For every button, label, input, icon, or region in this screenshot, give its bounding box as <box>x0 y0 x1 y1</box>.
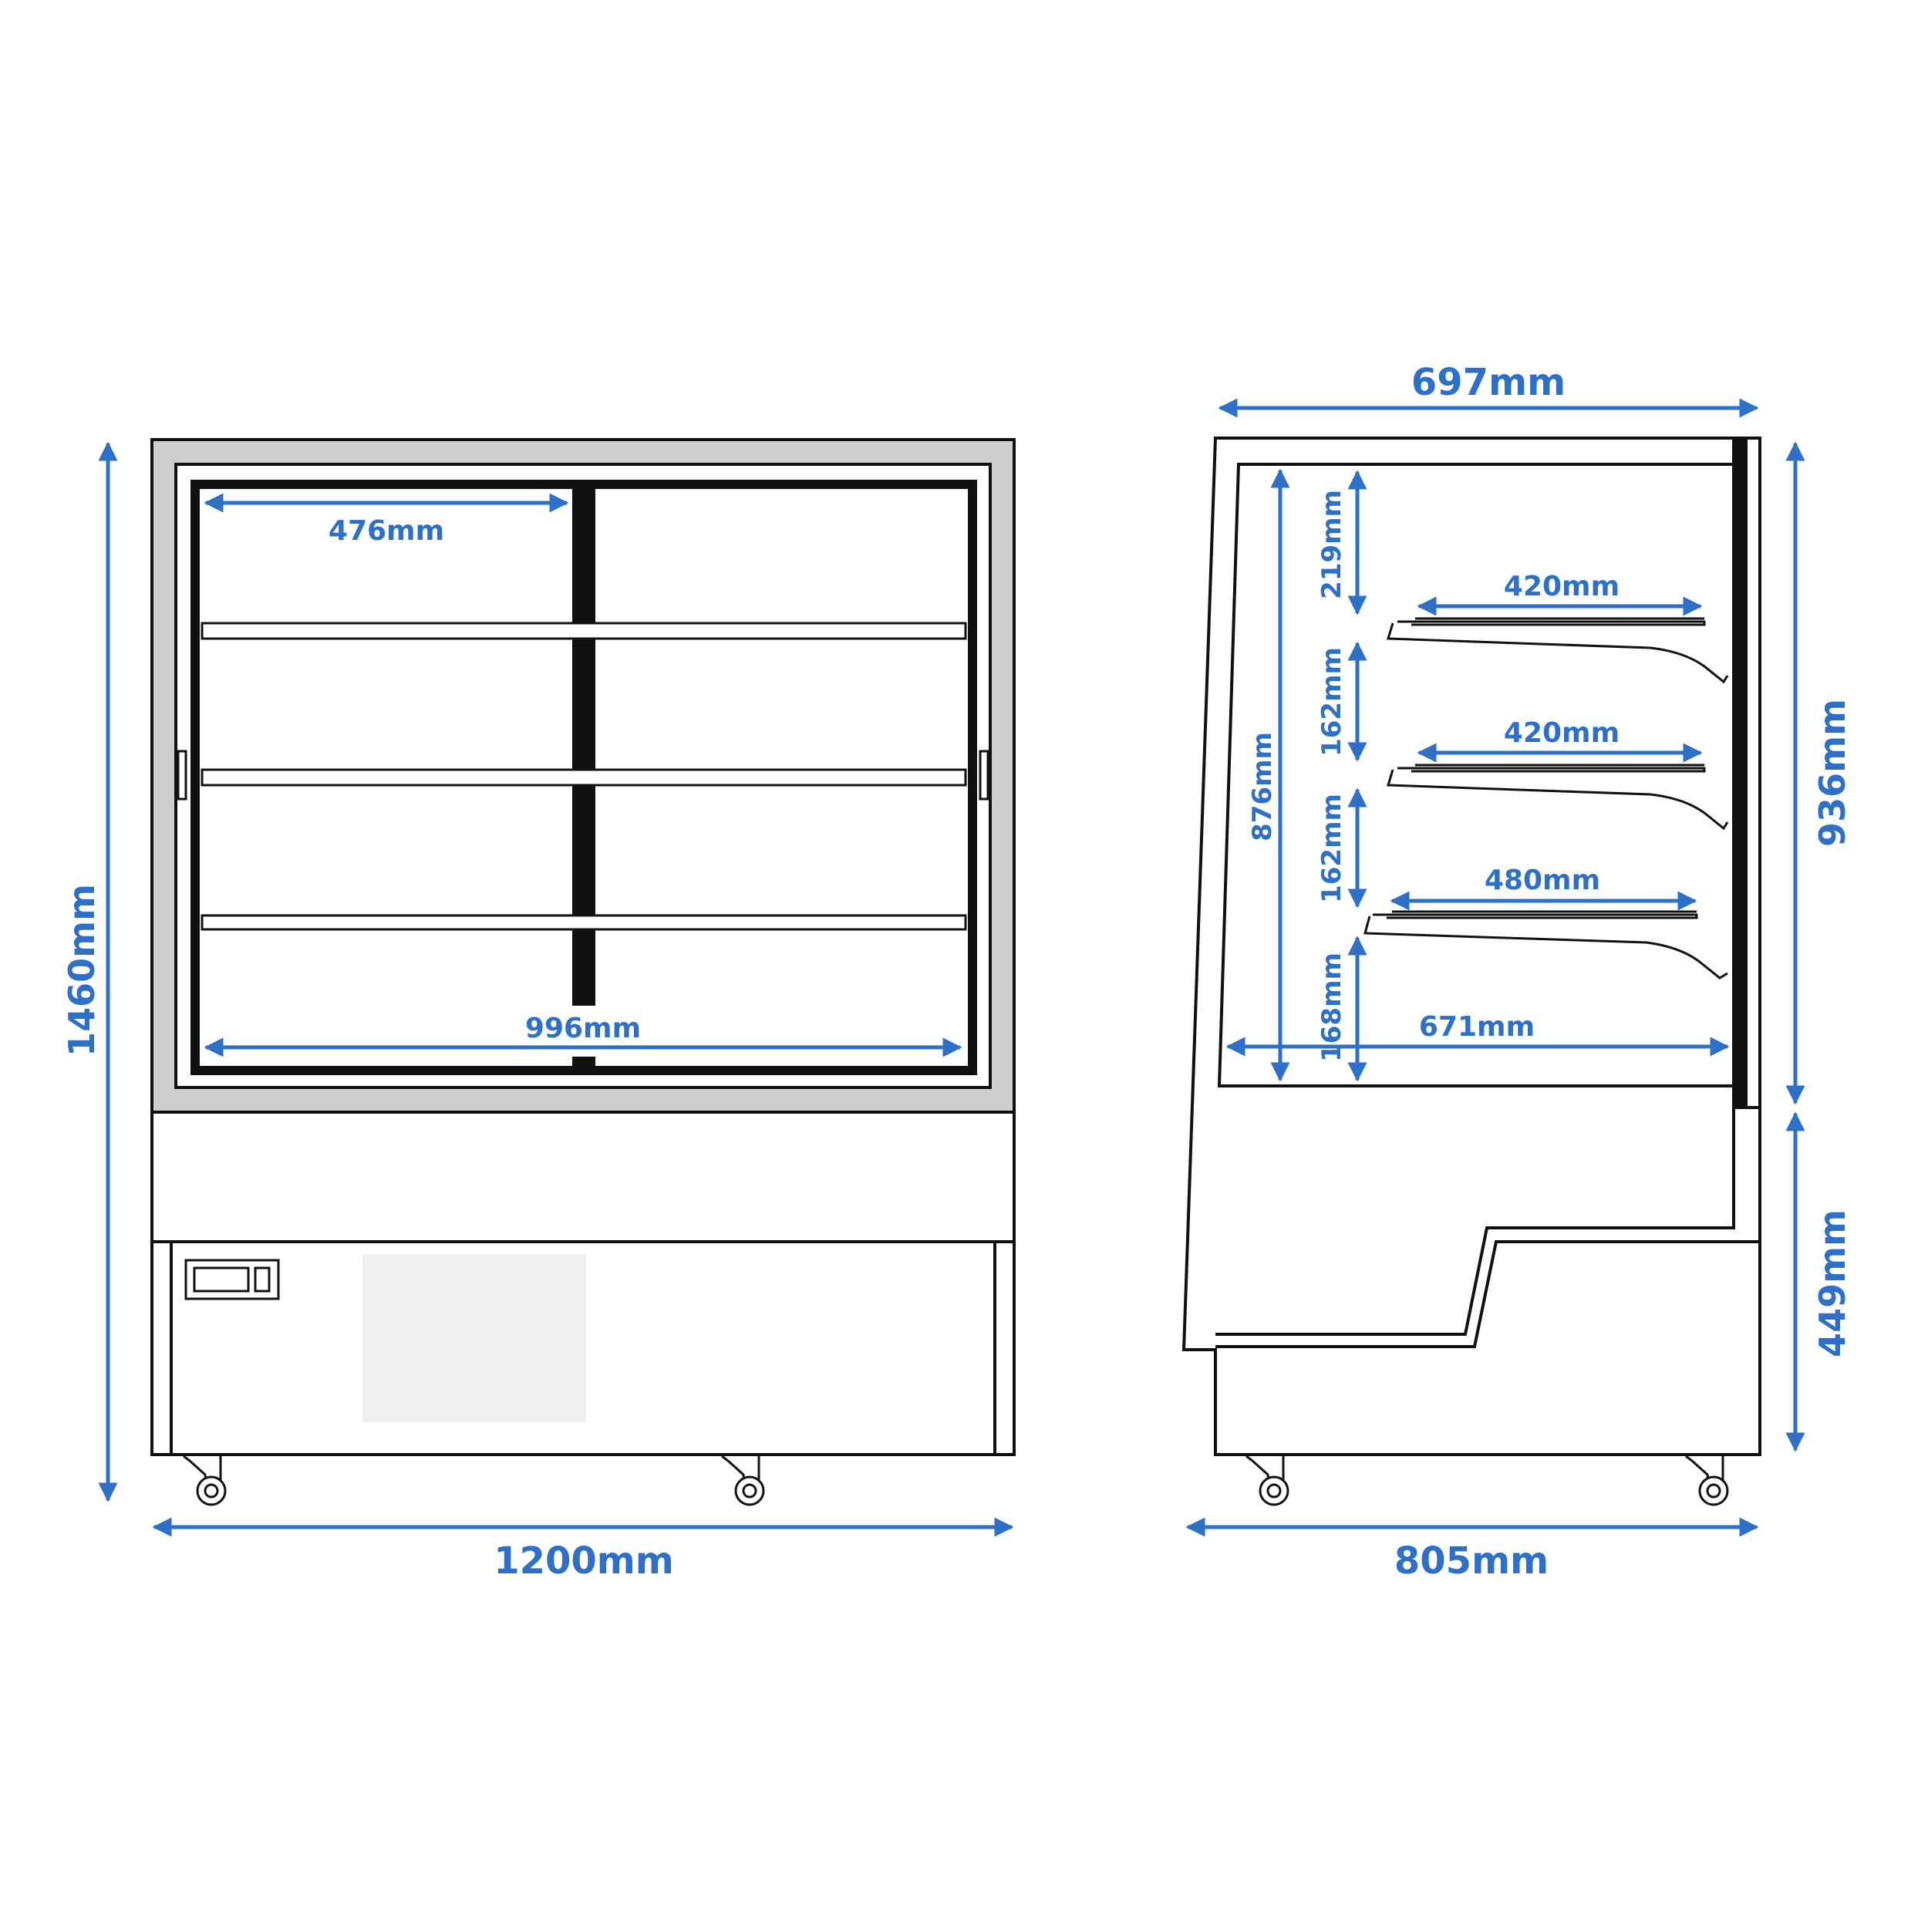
label-interior-height: 876mm <box>1247 732 1278 841</box>
front-shelf-1 <box>201 622 967 640</box>
label-shelf-gap-2: 162mm <box>1316 794 1347 903</box>
label-overall-height: 1460mm <box>61 884 103 1057</box>
front-caster-left <box>183 1455 227 1506</box>
label-shelf-2-depth: 420mm <box>1504 717 1620 749</box>
side-step-inner <box>1215 1240 1760 1348</box>
label-overall-depth: 805mm <box>1394 1539 1549 1583</box>
label-top-depth: 697mm <box>1411 361 1566 404</box>
side-shelf-2 <box>1387 764 1729 831</box>
front-shelf-2 <box>201 768 967 787</box>
label-door-width: 476mm <box>329 515 444 547</box>
label-display-height: 936mm <box>1812 699 1853 847</box>
front-grille-panel <box>362 1254 586 1422</box>
front-controller-display <box>193 1266 250 1293</box>
side-caster-right <box>1685 1455 1729 1506</box>
label-interior-depth: 671mm <box>1419 1011 1535 1043</box>
side-shelf-3 <box>1363 910 1728 979</box>
front-controller-button <box>254 1266 271 1293</box>
front-handle-left <box>177 750 187 801</box>
label-shelf-1-depth: 420mm <box>1504 571 1620 602</box>
label-overall-width: 1200mm <box>494 1539 674 1583</box>
front-dimensions <box>98 441 1014 1537</box>
label-bottom-gap: 168mm <box>1316 953 1347 1062</box>
front-lower-body <box>150 1111 1016 1243</box>
side-step-outline <box>1215 1106 1760 1336</box>
side-dimensions <box>1185 398 1805 1537</box>
side-front-glass <box>1732 437 1748 1109</box>
front-shelves <box>201 622 967 931</box>
front-view <box>150 438 1016 1506</box>
front-handle-right <box>979 750 989 801</box>
label-base-height: 449mm <box>1812 1209 1853 1357</box>
front-shelf-3 <box>201 914 967 931</box>
side-display-cavity <box>1217 463 1735 1087</box>
side-shelf-1 <box>1387 617 1729 684</box>
side-caster-left <box>1245 1455 1289 1506</box>
label-shelf-gap-1: 162mm <box>1316 647 1347 757</box>
front-caster-right <box>721 1455 765 1506</box>
label-shelf-3-depth: 480mm <box>1485 865 1600 896</box>
label-interior-width: 996mm <box>525 1013 641 1044</box>
label-top-gap: 219mm <box>1316 490 1347 599</box>
front-mullion-foot <box>572 1057 595 1069</box>
side-view <box>1181 437 1761 1506</box>
